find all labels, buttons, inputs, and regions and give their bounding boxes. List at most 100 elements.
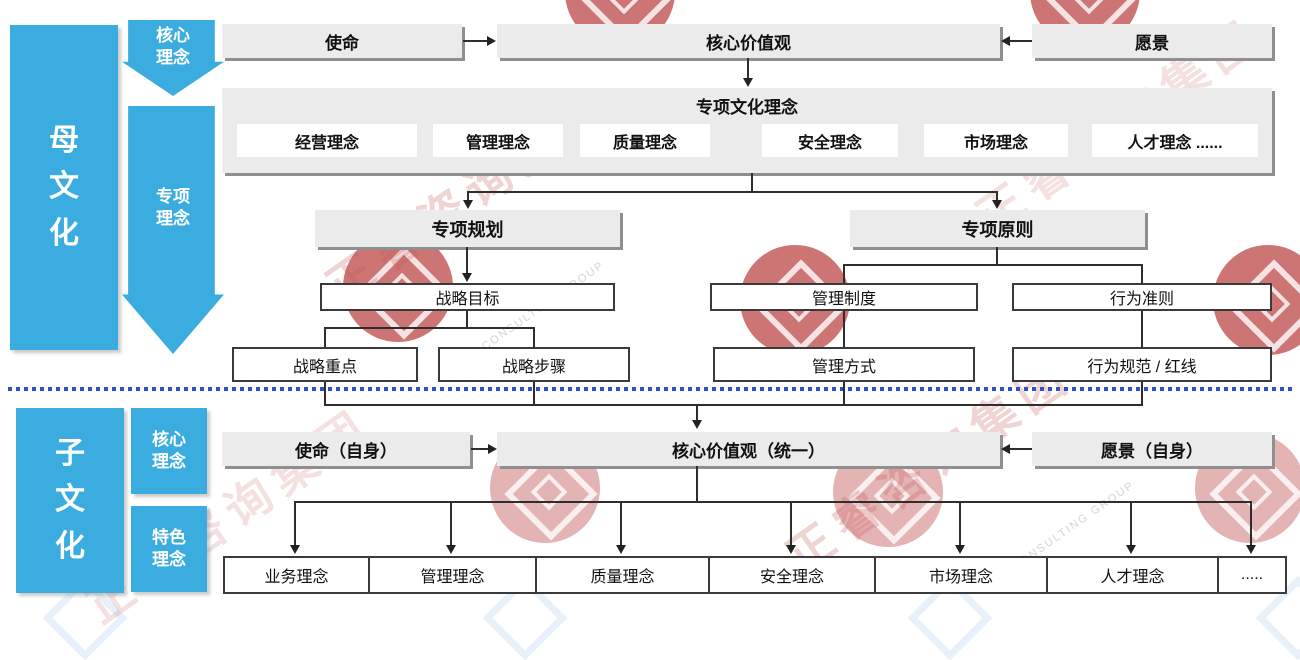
conduct-code-label: 行为准则 — [1109, 291, 1174, 308]
child-culture-bar: 子文化 — [16, 408, 124, 593]
special-item-management: 管理理念 — [433, 124, 563, 157]
connector-line — [696, 466, 698, 503]
strategy-focus-label: 战略重点 — [292, 358, 357, 376]
feature-idea-box-label: 特色理念 — [152, 527, 186, 569]
management-system-box: 管理制度 — [710, 283, 978, 311]
vision-label: 愿景 — [1135, 33, 1169, 53]
arrowhead — [1001, 36, 1010, 46]
special-planning-label: 专项规划 — [431, 219, 504, 240]
connector-line — [463, 40, 489, 42]
special-item-safety: 安全理念 — [762, 124, 898, 157]
special-principles-label: 专项原则 — [961, 219, 1034, 240]
core-idea-arrow-label: 核心理念 — [156, 26, 190, 68]
connector-line — [324, 327, 535, 329]
special-culture-title: 专项文化理念 — [696, 98, 798, 117]
connector-line — [324, 329, 326, 347]
special-principles-box: 专项原则 — [850, 210, 1145, 247]
conduct-code-box: 行为准则 — [1012, 283, 1272, 311]
arrowhead — [992, 200, 1002, 209]
connector-line — [747, 58, 749, 79]
connector-line — [696, 404, 698, 421]
child-culture-label: 子文化 — [55, 436, 85, 563]
connector-line — [620, 503, 622, 546]
connector-line — [533, 382, 535, 406]
connector-line — [324, 382, 326, 406]
connector-line — [1130, 503, 1132, 546]
strategy-steps-box: 战略步骤 — [438, 347, 630, 382]
feature-item-management: 管理理念 — [368, 556, 537, 594]
arrowhead — [1001, 444, 1010, 454]
connector-line — [996, 247, 998, 266]
connector-line — [294, 501, 1252, 503]
strategy-steps-label: 战略步骤 — [501, 358, 566, 376]
special-idea-down-arrow: 专项理念 — [122, 106, 224, 354]
feature-item-safety: 安全理念 — [708, 556, 876, 594]
connector-line — [324, 404, 1143, 406]
arrowhead — [462, 273, 472, 282]
mission-self-label: 使命（自身） — [295, 441, 397, 461]
arrowhead — [955, 545, 965, 554]
connector-line — [467, 191, 998, 193]
feature-item-more: ..... — [1217, 556, 1287, 594]
arrowhead — [463, 200, 473, 209]
arrowhead — [446, 545, 456, 554]
connector-line — [843, 264, 1143, 266]
strategy-goal-label: 战略目标 — [435, 291, 500, 308]
feature-item-talent: 人才理念 — [1046, 556, 1219, 594]
connector-line — [1141, 311, 1143, 347]
core-values-label: 核心价值观 — [706, 33, 791, 53]
connector-line — [450, 503, 452, 546]
core-idea-box: 核心理念 — [131, 408, 207, 494]
connector-line — [294, 503, 296, 546]
connector-line — [1141, 382, 1143, 406]
connector-line — [1250, 503, 1252, 546]
special-item-quality: 质量理念 — [580, 124, 710, 157]
conduct-norms-box: 行为规范 / 红线 — [1012, 347, 1272, 382]
connector-line — [843, 382, 845, 406]
culture-framework-diagram: { "colors": { "blue": "#3BACDF", "gray_b… — [8, 0, 1300, 660]
arrowhead — [743, 78, 753, 87]
connector-line — [467, 191, 469, 201]
connector-line — [466, 311, 468, 329]
connector-line — [959, 503, 961, 546]
special-item-market: 市场理念 — [924, 124, 1068, 157]
connector-line — [1010, 40, 1032, 42]
feature-item-quality: 质量理念 — [535, 556, 710, 594]
special-item-talent: 人才理念 ...... — [1092, 124, 1258, 157]
section-divider-dotted-line — [8, 387, 1292, 391]
arrowhead — [616, 545, 626, 554]
special-idea-arrow-label: 专项理念 — [156, 187, 190, 229]
connector-line — [471, 448, 490, 450]
management-method-box: 管理方式 — [713, 347, 975, 382]
vision-self-box: 愿景（自身） — [1032, 432, 1272, 466]
core-values-unified-box: 核心价值观（统一） — [497, 432, 1000, 466]
arrowhead — [487, 36, 496, 46]
strategy-focus-box: 战略重点 — [232, 347, 418, 382]
feature-idea-box: 特色理念 — [131, 506, 207, 592]
connector-line — [466, 247, 468, 274]
management-method-label: 管理方式 — [811, 358, 876, 376]
special-culture-container: 专项文化理念 经营理念 管理理念 质量理念 安全理念 市场理念 人才理念 ...… — [222, 88, 1272, 173]
vision-box: 愿景 — [1032, 24, 1272, 58]
connector-line — [1010, 448, 1032, 450]
core-values-unified-label: 核心价值观（统一） — [672, 441, 825, 461]
connector-line — [996, 191, 998, 201]
strategy-goal-box: 战略目标 — [320, 283, 615, 311]
mission-self-box: 使命（自身） — [222, 432, 470, 466]
connector-line — [751, 173, 753, 193]
arrowhead — [1246, 545, 1256, 554]
management-system-label: 管理制度 — [811, 291, 876, 308]
special-item-business: 经营理念 — [237, 124, 417, 157]
connector-line — [1141, 266, 1143, 283]
mission-box: 使命 — [222, 24, 462, 58]
arrowhead — [1126, 545, 1136, 554]
core-values-box: 核心价值观 — [497, 24, 1000, 58]
core-idea-down-arrow: 核心理念 — [122, 20, 224, 96]
connector-line — [533, 329, 535, 347]
feature-item-business: 业务理念 — [223, 556, 370, 594]
arrowhead — [488, 444, 497, 454]
core-idea-box-label: 核心理念 — [152, 429, 186, 471]
connector-line — [790, 503, 792, 546]
feature-item-market: 市场理念 — [874, 556, 1048, 594]
connector-line — [843, 311, 845, 347]
